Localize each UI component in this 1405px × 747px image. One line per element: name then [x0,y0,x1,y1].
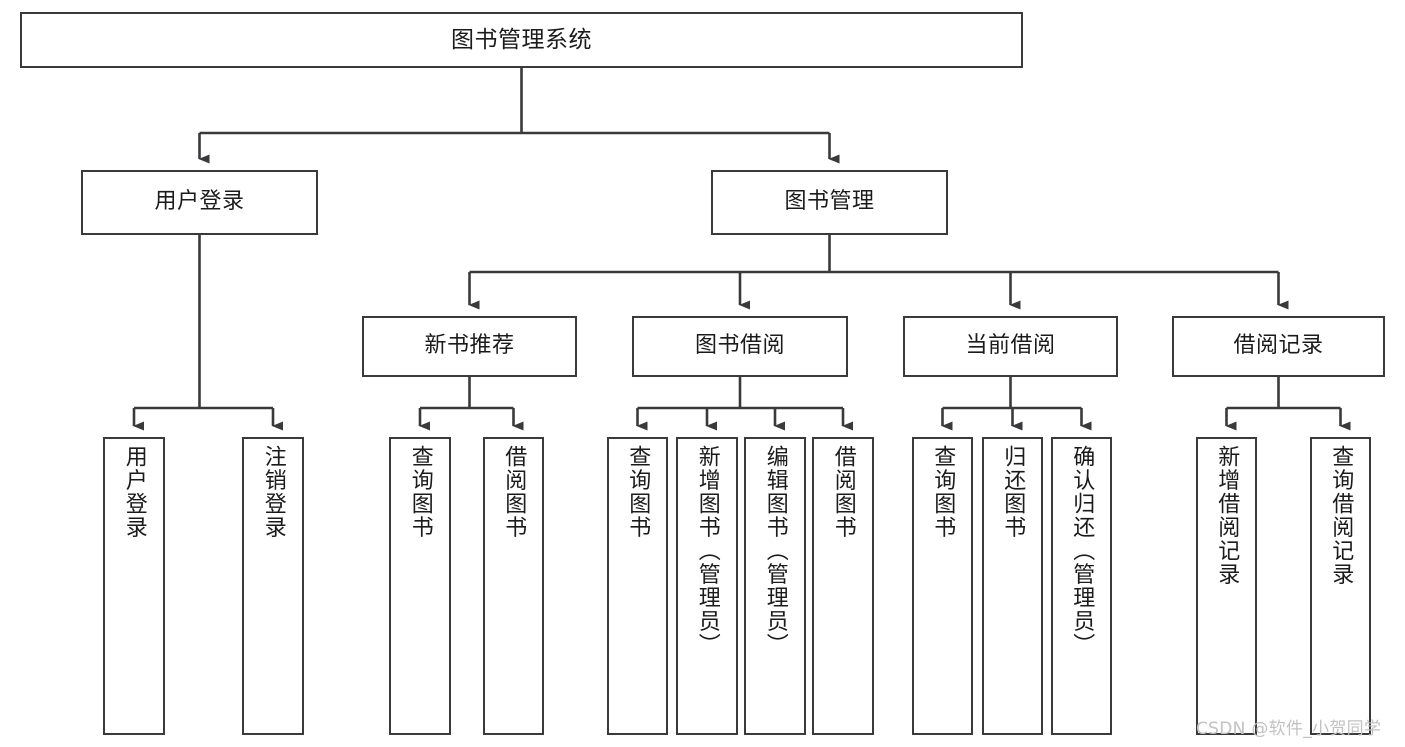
node-label: 借阅图书 [830,445,856,539]
node-leaf-rec-2[interactable]: 查询借阅记录 [1310,437,1371,735]
node-label: 图书管理系统 [451,26,592,53]
node-label: 新增图书（管理员） [694,445,720,657]
node-leaf-new-2[interactable]: 借阅图书 [483,437,544,735]
node-borrow[interactable]: 图书借阅 [632,316,848,377]
node-label: 当前借阅 [965,333,1056,359]
node-label: 用户登录 [121,445,147,539]
node-label: 新增借阅记录 [1214,445,1240,586]
node-leaf-bor-3[interactable]: 编辑图书（管理员） [744,437,806,735]
node-login[interactable]: 用户登录 [81,170,318,235]
node-label: 编辑图书（管理员） [762,445,788,657]
node-leaf-cur-1[interactable]: 查询图书 [912,437,973,735]
node-leaf-cur-2[interactable]: 归还图书 [982,437,1043,735]
node-label: 确认归还（管理员） [1069,445,1095,657]
node-label: 图书管理 [784,189,875,215]
node-leaf-bor-1[interactable]: 查询图书 [607,437,668,735]
node-label: 图书借阅 [694,333,785,359]
node-leaf-cur-3[interactable]: 确认归还（管理员） [1051,437,1112,735]
node-label: 注销登录 [260,445,286,539]
node-leaf-login-2[interactable]: 注销登录 [242,437,304,735]
node-leaf-bor-2[interactable]: 新增图书（管理员） [676,437,738,735]
node-leaf-new-1[interactable]: 查询图书 [389,437,451,735]
node-leaf-bor-4[interactable]: 借阅图书 [812,437,874,735]
node-label: 查询图书 [930,445,956,539]
node-leaf-login-1[interactable]: 用户登录 [103,437,165,735]
node-label: 查询图书 [407,445,433,539]
node-label: 查询图书 [625,445,651,539]
node-root[interactable]: 图书管理系统 [20,12,1023,68]
node-label: 借阅记录 [1233,333,1324,359]
node-label: 新书推荐 [424,333,515,359]
node-label: 归还图书 [1000,445,1026,539]
node-label: 用户登录 [154,189,245,215]
node-label: 查询借阅记录 [1328,445,1354,586]
node-bookmgmt[interactable]: 图书管理 [711,170,948,235]
node-leaf-rec-1[interactable]: 新增借阅记录 [1196,437,1257,735]
csdn-watermark: CSDN @软件_小贺同学 [1196,719,1382,739]
node-records[interactable]: 借阅记录 [1172,316,1385,377]
node-label: 借阅图书 [501,445,527,539]
node-newbooks[interactable]: 新书推荐 [362,316,577,377]
node-current[interactable]: 当前借阅 [903,316,1118,377]
